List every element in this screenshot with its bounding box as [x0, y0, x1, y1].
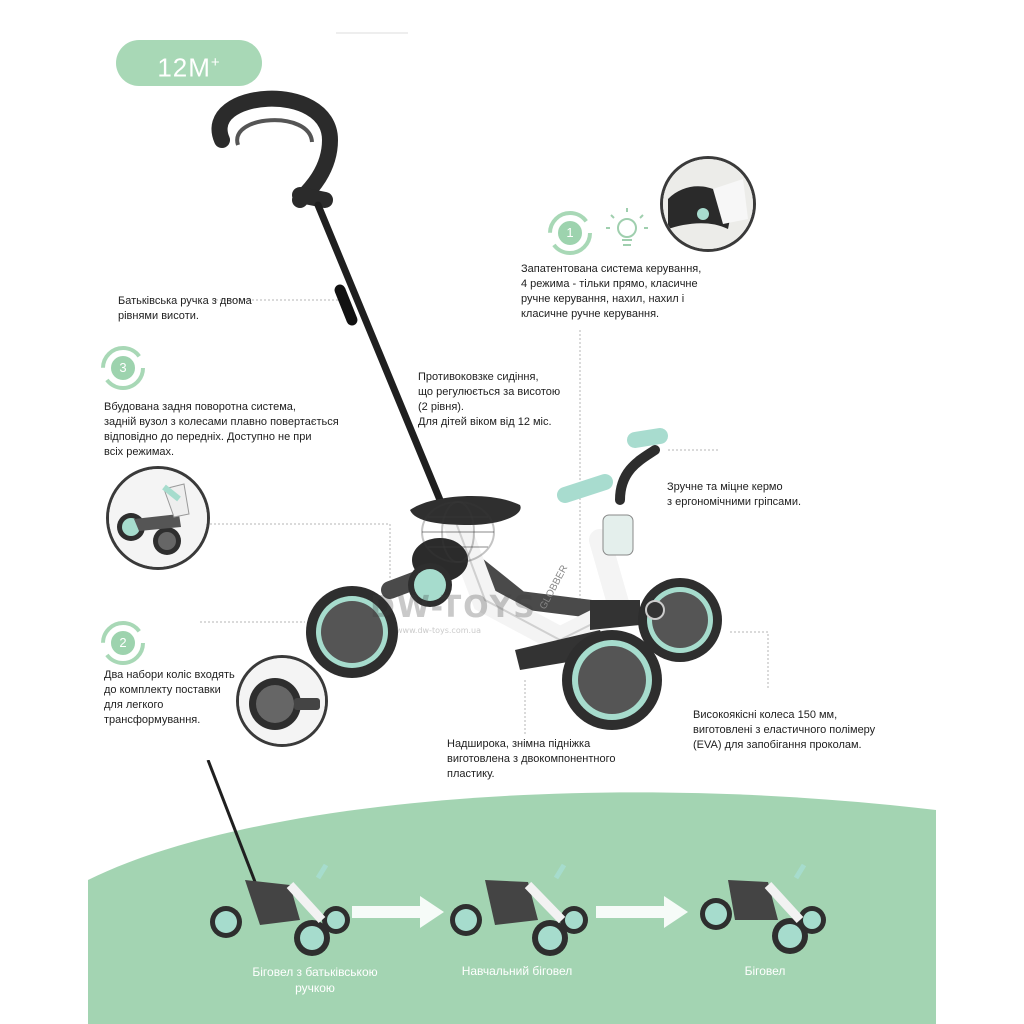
age-badge: 12M+	[116, 40, 262, 86]
wheels-text: Високоякісні колеса 150 мм, виготовлені …	[693, 708, 913, 753]
watermark-brand: DW-TOYS	[370, 590, 537, 625]
rear-swivel-text: Вбудована задня поворотна система, задні…	[104, 400, 364, 460]
text-line: Надширока, знімна підніжка	[447, 738, 591, 750]
text-line: (2 рівня).	[418, 401, 464, 413]
text-line: ручне керування, нахил, нахил і	[521, 293, 685, 305]
text-line: Вбудована задня поворотна система,	[104, 401, 296, 413]
text-line: 4 режима - тільки прямо, класичне	[521, 278, 698, 290]
text-line: Біговел з батьківською	[252, 965, 378, 979]
text-line: (EVA) для запобігання проколам.	[693, 739, 862, 751]
handlebar-text: Зручне та міцне кермо з ергономічними гр…	[667, 480, 837, 510]
text-line: рівнями висоти.	[118, 310, 199, 322]
rear-wheel-drawing	[306, 586, 398, 678]
transform-arrow-icon	[352, 896, 688, 928]
text-line: Високоякісні колеса 150 мм,	[693, 709, 838, 721]
text-line: виготовлена з двокомпонентного	[447, 753, 616, 765]
top-divider	[336, 32, 408, 34]
steering-text: Запатентована система керування, 4 режим…	[521, 262, 741, 322]
watermark-url: www.dw-toys.com.ua	[396, 626, 482, 635]
text-line: Батьківська ручка з двома	[118, 295, 252, 307]
circular-arrows-icon	[101, 346, 145, 390]
text-line: ручкою	[295, 981, 335, 995]
mode2-trike-drawing	[450, 863, 588, 956]
steering-detail-image	[663, 159, 753, 249]
modes-band	[88, 760, 936, 1024]
trike-frame-drawing	[381, 428, 668, 670]
age-badge-text: 12M	[157, 52, 211, 83]
text-line: всіх режимах.	[104, 446, 175, 458]
text-line: Запатентована система керування,	[521, 263, 702, 275]
rear-swivel-detail-image	[109, 469, 207, 567]
text-line: до комплекту поставки	[104, 684, 221, 696]
wheel-sets-text: Два набори коліс входять до комплекту по…	[104, 668, 254, 728]
age-badge-plus: +	[210, 54, 221, 71]
step-number-3: 3	[100, 345, 146, 391]
text-line: класичне ручне керування.	[521, 308, 660, 320]
parent-handle-text: Батьківська ручка з двома рівнями висоти…	[118, 294, 308, 324]
footrest-text: Надширока, знімна підніжка виготовлена з…	[447, 737, 647, 782]
text-line: Для дітей віком від 12 міс.	[418, 416, 552, 428]
mode2-label: Навчальний біговел	[461, 964, 573, 978]
steering-detail-callout	[660, 156, 756, 252]
rear-swivel-detail-callout	[106, 466, 210, 570]
step-number-1: 1	[547, 210, 593, 256]
front-wheel-right-drawing	[638, 578, 722, 662]
text-line: задній вузол з колесами плавно повертаєт…	[104, 416, 339, 428]
text-line: трансформування.	[104, 714, 201, 726]
wheel-set-detail-callout	[236, 655, 328, 747]
wheel-set-detail-image	[239, 658, 325, 744]
small-rear-wheel-drawing	[408, 563, 452, 607]
watermark-globe-icon	[421, 501, 495, 563]
mode1-trike-drawing	[206, 760, 350, 956]
text-line: Зручне та міцне кермо	[667, 481, 783, 493]
parent-handle-drawing	[211, 90, 444, 504]
text-line: відповідно до передніх. Доступно не при	[104, 431, 312, 443]
circular-arrows-icon	[101, 621, 145, 665]
seat-text: Противоковзке сидіння, що регулюється за…	[418, 370, 588, 430]
leader-lines	[200, 299, 769, 735]
front-wheel-left-drawing	[562, 630, 662, 730]
text-line: з ергономічними гріпсами.	[667, 496, 802, 508]
mode1-label: Біговел з батьківською ручкою	[240, 964, 390, 996]
text-line: для легкого	[104, 699, 164, 711]
circular-arrows-icon	[548, 211, 592, 255]
text-line: Два набори коліс входять	[104, 669, 235, 681]
text-line: пластику.	[447, 768, 495, 780]
lightbulb-icon	[606, 208, 648, 246]
text-line: виготовлені з еластичного полімеру	[693, 724, 876, 736]
main-product-illustration: GLOBBER	[200, 90, 769, 735]
text-line: Противоковзке сидіння,	[418, 371, 539, 383]
text-line: що регулюється за висотою	[418, 386, 561, 398]
mode3-trike-drawing	[700, 863, 826, 954]
mode3-label: Біговел	[744, 964, 786, 978]
step-number-2: 2	[100, 620, 146, 666]
